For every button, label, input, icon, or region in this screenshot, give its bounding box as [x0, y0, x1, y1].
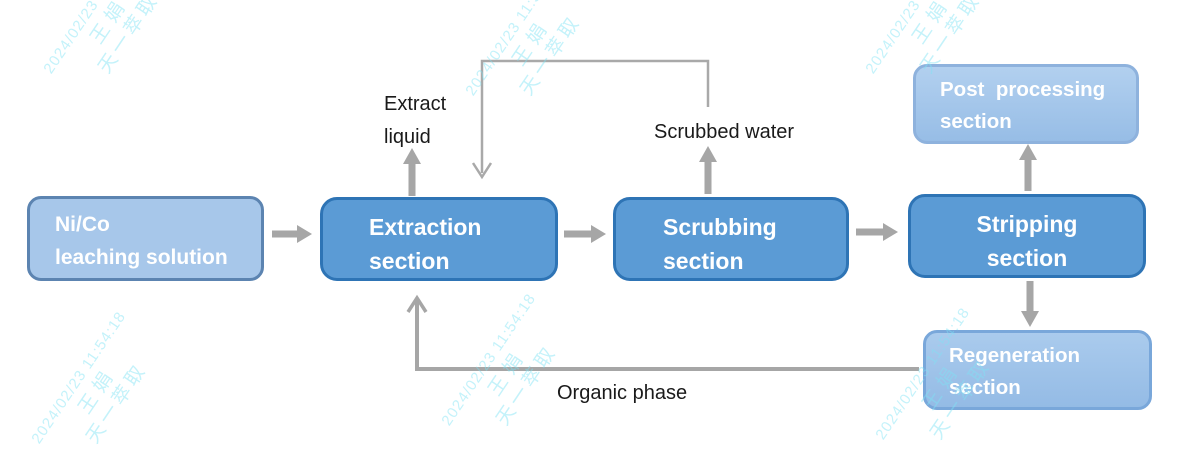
box-nico-leaching-solution: Ni/Co leaching solution: [27, 196, 264, 281]
arrow-extraction-to-scrubbing: [564, 225, 606, 243]
box-postprocessing-line1: Post processing: [940, 78, 1106, 101]
label-organic-phase: Organic phase: [557, 382, 688, 404]
box-nico-line2: leaching solution: [55, 246, 228, 269]
box-regeneration-line1: Regeneration: [949, 344, 1080, 367]
box-scrubbing-section: Scrubbing section: [613, 197, 849, 281]
arrow-extraction-to-extract-liquid: [403, 148, 421, 196]
box-extraction-line1: Extraction: [369, 214, 482, 240]
label-extract-liquid-line1: Extract: [384, 93, 447, 115]
box-nico-line1: Ni/Co: [55, 213, 110, 236]
box-scrubbing-line2: section: [663, 248, 744, 274]
box-post-processing-section: Post processing section: [913, 64, 1139, 144]
box-regeneration-section: Regeneration section: [923, 330, 1152, 410]
label-extract-liquid: Extract liquid: [384, 88, 446, 154]
line-organic-phase-return: [406, 294, 919, 371]
line-scrubbed-water-return: [471, 59, 710, 180]
label-extract-liquid-line2: liquid: [384, 126, 431, 148]
label-scrubbed-water: Scrubbed water: [654, 121, 795, 143]
box-extraction-line2: section: [369, 248, 450, 274]
box-stripping-line2: section: [986, 245, 1068, 271]
arrow-scrubbing-to-stripping: [856, 223, 898, 241]
arrow-scrubbing-to-scrubbed-water: [699, 146, 717, 194]
box-stripping-line1: Stripping: [976, 211, 1078, 237]
box-regeneration-line2: section: [949, 376, 1021, 399]
arrow-stripping-to-postprocessing: [1019, 144, 1037, 191]
box-postprocessing-line2: section: [940, 110, 1012, 133]
arrow-stripping-to-regeneration: [1021, 281, 1039, 327]
box-extraction-section: Extraction section: [320, 197, 558, 281]
box-scrubbing-line1: Scrubbing: [663, 214, 777, 240]
box-stripping-section: Stripping section: [908, 194, 1146, 278]
arrow-nico-to-extraction: [272, 225, 312, 243]
